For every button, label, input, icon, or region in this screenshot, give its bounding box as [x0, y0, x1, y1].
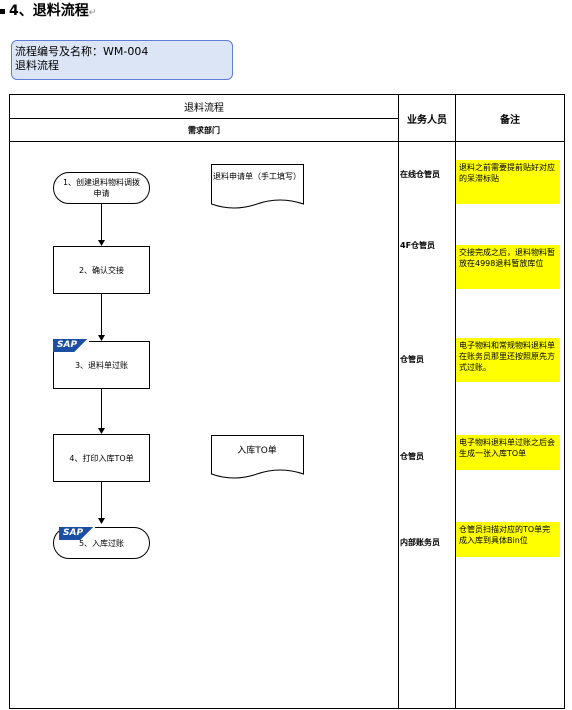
- paragraph-mark-icon: ↵: [88, 8, 97, 18]
- section-heading: 4、退料流程↵: [0, 0, 96, 20]
- sap-logo-icon: SAP: [53, 339, 89, 352]
- note-5: 仓管员扫描对应的TO单完成入库到具体Bin位: [456, 522, 560, 557]
- note-header: 备注: [500, 114, 520, 126]
- process-name: 退料流程: [15, 59, 59, 72]
- sap-logo-icon: SAP: [59, 527, 95, 540]
- note-2: 交接完成之后，退料物料暂放在4998退料暂放库位: [456, 245, 560, 289]
- doc-shape-2: [211, 435, 304, 479]
- step-print-to: 4、打印入库TO单: [53, 434, 150, 482]
- table-title: 退料流程: [184, 103, 224, 114]
- table-border: [9, 94, 565, 709]
- arrowhead-2: [98, 240, 105, 246]
- role-keeper: 仓管员: [400, 452, 424, 461]
- role-4f-keeper: 4F仓管员: [400, 241, 436, 250]
- step-create-request: 1、创建退料物料调拨申请: [53, 172, 150, 204]
- arrowhead-3: [98, 335, 105, 341]
- arrowhead-4: [98, 428, 105, 434]
- arrowhead-5: [98, 518, 105, 524]
- doc-to-order: 入库TO单: [237, 446, 277, 456]
- dept-header: 需求部门: [188, 125, 220, 135]
- doc-return-request: 退料申请单（手工填写）: [213, 172, 301, 181]
- staff-header: 业务人员: [407, 114, 447, 126]
- note-3: 电子物料和常规物料退料单在账务员那里还按照原先方式过账。: [456, 338, 560, 382]
- note-4: 电子物料退料单过账之后会生成一张入库TO单: [456, 435, 560, 470]
- role-keeper: 仓管员: [400, 355, 424, 364]
- role-accountant: 内部账务员: [400, 538, 440, 547]
- process-id: 流程编号及名称：WM-004: [15, 45, 149, 58]
- process-info-box: 流程编号及名称：WM-004 退料流程: [11, 40, 233, 80]
- heading-title: 4、退料流程: [9, 3, 89, 19]
- note-1: 退料之前需要提前贴好对应的呆滞标贴: [456, 160, 560, 204]
- role-online-keeper: 在线仓管员: [400, 170, 440, 179]
- bullet-icon: [0, 8, 5, 14]
- doc-shape-1: [211, 164, 304, 209]
- step-confirm-handover: 2、确认交接: [53, 246, 150, 294]
